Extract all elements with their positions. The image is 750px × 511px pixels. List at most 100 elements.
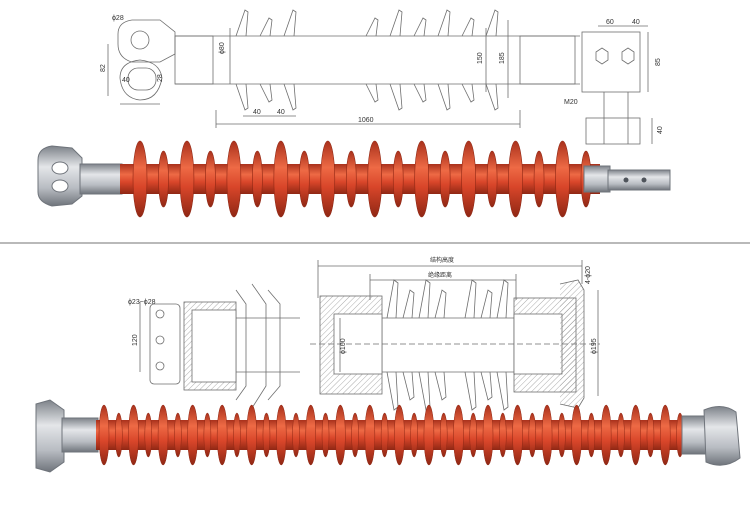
label-structure-height: 结构高度 — [430, 256, 454, 264]
photo-shed — [203, 412, 212, 458]
top-insulator-photo — [37, 140, 671, 218]
photo-shed — [439, 150, 451, 208]
photo-shed — [528, 412, 537, 458]
drawing-shed — [413, 17, 427, 103]
bottom-flange-left — [35, 399, 65, 473]
drawing-shed — [496, 279, 509, 411]
drawing-shed — [365, 17, 379, 103]
photo-shed — [144, 412, 153, 458]
drawing-shed — [259, 17, 273, 103]
top-eye-fitting — [37, 145, 83, 207]
bottom-insulator-figure: 结构高度 绝缘距离 ϕ23~ϕ28 120 ϕ100 ϕ195 4-ϕ20 — [35, 256, 741, 473]
photo-shed — [587, 412, 596, 458]
photo-shed — [233, 412, 241, 458]
drawing-shed — [235, 9, 249, 111]
photo-shed — [174, 412, 182, 458]
photo-shed — [469, 412, 477, 458]
dim-plate-height: 85 — [655, 58, 662, 66]
photo-shed — [541, 404, 553, 466]
dim-bolt-edge: 40 — [632, 19, 640, 26]
photo-shed — [179, 140, 195, 218]
drawing-shed — [386, 279, 399, 411]
photo-shed — [364, 404, 376, 466]
photo-shed — [486, 150, 498, 208]
bottom-metal-sleeve-left — [61, 417, 99, 453]
photo-shed — [275, 404, 287, 466]
photo-shed — [512, 404, 523, 466]
dim-hole-dia: ϕ28 — [112, 15, 124, 22]
top-eye-hole — [51, 161, 69, 175]
photo-shed — [392, 150, 404, 208]
dim-slot-height: 28 — [157, 74, 164, 82]
top-bolt-plate — [607, 169, 671, 191]
top-panel: ϕ28 ϕ80 82 40 28 40 40 1060 150 185 60 4… — [0, 0, 750, 242]
photo-shed — [423, 404, 435, 466]
photo-shed — [414, 140, 429, 218]
drawing-shed — [389, 9, 403, 111]
photo-shed — [351, 412, 359, 458]
photo-shed — [439, 412, 448, 458]
photo-shed — [380, 412, 389, 458]
dim-shed-pitch-a: 40 — [253, 109, 261, 116]
photo-shed — [205, 150, 216, 208]
dim-bolt-spacing: 60 — [606, 19, 614, 26]
dim-bolt-thread: M20 — [564, 99, 578, 106]
dim-flange-dia: ϕ195 — [591, 338, 598, 354]
top-insulator-figure: ϕ28 ϕ80 82 40 28 40 40 1060 150 185 60 4… — [37, 9, 671, 218]
dim-shed-pitch-b: 40 — [277, 109, 285, 116]
panel-divider — [0, 242, 750, 244]
photo-shed — [187, 404, 198, 466]
photo-shed — [555, 140, 570, 218]
drawing-shed — [418, 279, 431, 411]
photo-shed — [262, 412, 271, 458]
drawing-shed — [402, 289, 415, 401]
photo-shed — [216, 404, 228, 466]
photo-shed — [321, 412, 330, 458]
top-metal-sleeve-left — [79, 163, 123, 195]
photo-shed — [630, 404, 641, 466]
drawing-shed — [485, 9, 499, 111]
photo-shed — [246, 404, 257, 466]
photo-shed — [128, 404, 139, 466]
photo-shed — [367, 140, 383, 218]
dim-total-length: 1060 — [358, 117, 374, 124]
photo-shed — [305, 404, 317, 466]
dim-flange-height: 120 — [132, 334, 139, 346]
photo-shed — [558, 412, 566, 458]
bottom-technical-drawing — [139, 260, 600, 411]
photo-shed — [299, 150, 310, 208]
photo-shed — [273, 140, 289, 218]
photo-shed — [571, 404, 582, 466]
photo-shed — [499, 412, 507, 458]
photo-shed — [335, 404, 346, 466]
photo-shed — [345, 150, 357, 208]
dim-rod-dia: ϕ80 — [219, 42, 226, 54]
dim-slot-width: 40 — [122, 77, 130, 84]
photo-shed — [157, 404, 169, 466]
bottom-panel: 结构高度 绝缘距离 ϕ23~ϕ28 120 ϕ100 ϕ195 4-ϕ20 — [0, 244, 750, 511]
photo-shed — [320, 140, 336, 218]
drawing-shed — [283, 9, 297, 111]
photo-shed — [98, 404, 110, 466]
photo-shed — [533, 150, 545, 208]
drawing-shed — [434, 289, 447, 401]
photo-shed — [115, 412, 123, 458]
photo-shed — [132, 140, 148, 218]
photo-shed — [617, 412, 625, 458]
drawing-shed — [461, 17, 475, 103]
photo-shed — [461, 140, 476, 218]
drawing-shed — [464, 279, 477, 411]
top-technical-drawing — [107, 9, 653, 145]
photo-shed — [646, 412, 655, 458]
dim-bolt-hole: 4-ϕ20 — [585, 266, 592, 284]
top-metal-sleeve-right — [583, 165, 611, 193]
photo-shed — [453, 404, 464, 466]
photo-shed — [600, 404, 612, 466]
photo-shed — [226, 140, 242, 218]
label-creepage-distance: 绝缘距离 — [428, 271, 452, 279]
photo-shed — [158, 150, 169, 208]
bottom-flange-right — [703, 406, 741, 466]
photo-shed — [508, 140, 523, 218]
dim-shed-small: 150 — [477, 52, 484, 64]
photo-shed — [252, 150, 263, 208]
